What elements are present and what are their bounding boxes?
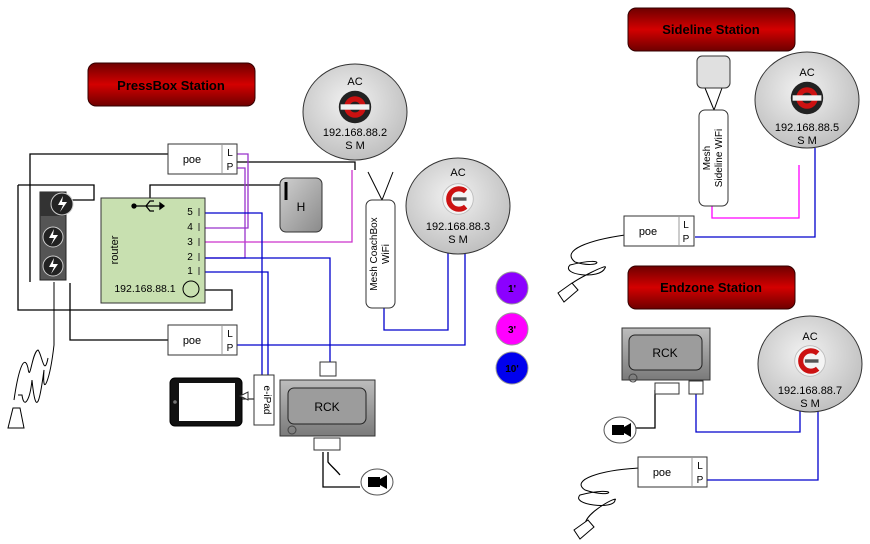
ipad-adapter-label: e-iPad bbox=[261, 386, 272, 415]
legend-label: 3' bbox=[508, 325, 516, 336]
router-port-3: 3 bbox=[187, 237, 193, 248]
ap-label: AC bbox=[802, 331, 817, 343]
poe-port-l: L bbox=[227, 148, 233, 159]
power-outlet-icon bbox=[42, 226, 64, 248]
hub[interactable]: H bbox=[279, 177, 323, 233]
router[interactable]: router 5 4 3 2 1 192.168.88.1 bbox=[100, 197, 206, 304]
title-sideline-text: Sideline Station bbox=[662, 22, 760, 37]
usb-icon bbox=[131, 200, 166, 212]
router-port-4: 4 bbox=[187, 222, 193, 233]
power-outlet-icon bbox=[42, 255, 64, 277]
title-pressbox-text: PressBox Station bbox=[117, 78, 225, 93]
mesh-coachbox-line1: Mesh CoachBox bbox=[369, 217, 380, 290]
poe-injector-sideline[interactable]: poe L P bbox=[623, 215, 695, 247]
power-plug-icon bbox=[7, 407, 25, 429]
ap-label: AC bbox=[799, 67, 814, 79]
ap-ip: 192.168.88.5 bbox=[775, 122, 839, 134]
camera-endzone[interactable] bbox=[603, 416, 637, 444]
legend-item-3ft: 3' bbox=[495, 312, 529, 346]
router-port-2: 2 bbox=[187, 252, 193, 263]
poe-injector-pressbox-top[interactable]: poe L P bbox=[167, 143, 238, 175]
poe-label: poe bbox=[183, 154, 201, 166]
mesh-sideline-wifi[interactable]: Mesh Sideline WiFi bbox=[698, 109, 729, 207]
poe-label: poe bbox=[653, 467, 671, 479]
rck-endzone[interactable]: RCK bbox=[621, 327, 711, 395]
access-point-sideline[interactable]: AC 192.168.88.5 S M bbox=[754, 51, 860, 149]
serial-port-icon bbox=[313, 437, 341, 451]
sm-logo-icon bbox=[790, 81, 824, 115]
poe-port-p: P bbox=[697, 475, 704, 486]
cable-length-legend: 1' 3' 10' bbox=[495, 271, 529, 385]
router-label: router bbox=[109, 235, 121, 264]
poe-label: poe bbox=[639, 226, 657, 238]
mesh-sideline-antenna bbox=[696, 55, 731, 89]
access-point-pressbox-1[interactable]: AC 192.168.88.2 S M bbox=[302, 63, 408, 161]
legend-item-10ft: 10' bbox=[495, 351, 529, 385]
rck-pressbox[interactable]: RCK bbox=[279, 361, 376, 451]
poe-port-p: P bbox=[227, 162, 234, 173]
rck-label: RCK bbox=[314, 400, 339, 414]
mesh-coachbox-wifi[interactable]: Mesh CoachBox WiFi bbox=[365, 199, 396, 309]
poe-port-l: L bbox=[683, 220, 689, 231]
legend-swatch bbox=[495, 351, 529, 385]
legend-swatch bbox=[495, 271, 529, 305]
title-endzone-text: Endzone Station bbox=[660, 280, 762, 295]
ap-ip: 192.168.88.7 bbox=[778, 385, 842, 397]
ap-ip: 192.168.88.2 bbox=[323, 127, 387, 139]
sm-logo-icon bbox=[338, 90, 372, 124]
router-ip: 192.168.88.1 bbox=[114, 283, 175, 295]
ethernet-port-icon bbox=[688, 380, 704, 395]
c-logo-icon bbox=[443, 184, 474, 215]
title-sideline-station: Sideline Station bbox=[627, 7, 796, 52]
ap-ports: S M bbox=[800, 398, 820, 410]
ap-ports: S M bbox=[797, 135, 817, 147]
poe-injector-endzone[interactable]: poe L P bbox=[637, 456, 708, 488]
ipad-adapter: e-iPad bbox=[238, 374, 275, 426]
poe-port-p: P bbox=[683, 234, 690, 245]
poe-injector-pressbox-bottom[interactable]: poe L P bbox=[167, 324, 238, 356]
mesh-sideline-line2: Sideline WiFi bbox=[714, 129, 725, 187]
poe-port-l: L bbox=[227, 329, 233, 340]
legend-swatch bbox=[495, 312, 529, 346]
poe-port-l: L bbox=[697, 461, 703, 472]
power-plug-icon bbox=[573, 519, 595, 540]
hub-label: H bbox=[297, 200, 306, 214]
ap-label: AC bbox=[450, 167, 465, 179]
ap-ports: S M bbox=[448, 234, 468, 246]
legend-item-1ft: 1' bbox=[495, 271, 529, 305]
power-outlet-icon bbox=[40, 192, 74, 216]
access-point-endzone[interactable]: AC 192.168.88.7 S M bbox=[757, 315, 863, 413]
title-pressbox-station: PressBox Station bbox=[87, 62, 256, 107]
router-port-5: 5 bbox=[187, 207, 193, 218]
mesh-coachbox-line2: WiFi bbox=[381, 244, 392, 264]
c-logo-icon bbox=[795, 346, 826, 377]
video-camera-icon bbox=[612, 425, 624, 435]
serial-port-icon bbox=[654, 382, 680, 395]
camera-pressbox[interactable] bbox=[360, 468, 394, 496]
ap-ip: 192.168.88.3 bbox=[426, 221, 490, 233]
legend-label: 10' bbox=[505, 364, 519, 375]
power-port-icon bbox=[287, 425, 297, 435]
ethernet-port-icon bbox=[319, 361, 337, 377]
poe-port-p: P bbox=[227, 343, 234, 354]
power-port-icon bbox=[628, 373, 638, 383]
ap-ports: S M bbox=[345, 140, 365, 152]
poe-label: poe bbox=[183, 335, 201, 347]
power-strip[interactable] bbox=[39, 191, 74, 281]
wires bbox=[13, 87, 819, 526]
mesh-sideline-line1: Mesh bbox=[702, 146, 713, 170]
rck-label: RCK bbox=[652, 346, 677, 360]
legend-label: 1' bbox=[508, 284, 516, 295]
ipad[interactable] bbox=[169, 377, 243, 427]
video-camera-icon bbox=[368, 477, 380, 487]
ap-label: AC bbox=[347, 76, 362, 88]
power-plug-icon bbox=[557, 282, 579, 303]
title-endzone-station: Endzone Station bbox=[627, 265, 796, 310]
power-port-icon bbox=[182, 280, 200, 298]
access-point-pressbox-2[interactable]: AC 192.168.88.3 S M bbox=[405, 157, 511, 255]
router-port-1: 1 bbox=[187, 266, 193, 277]
